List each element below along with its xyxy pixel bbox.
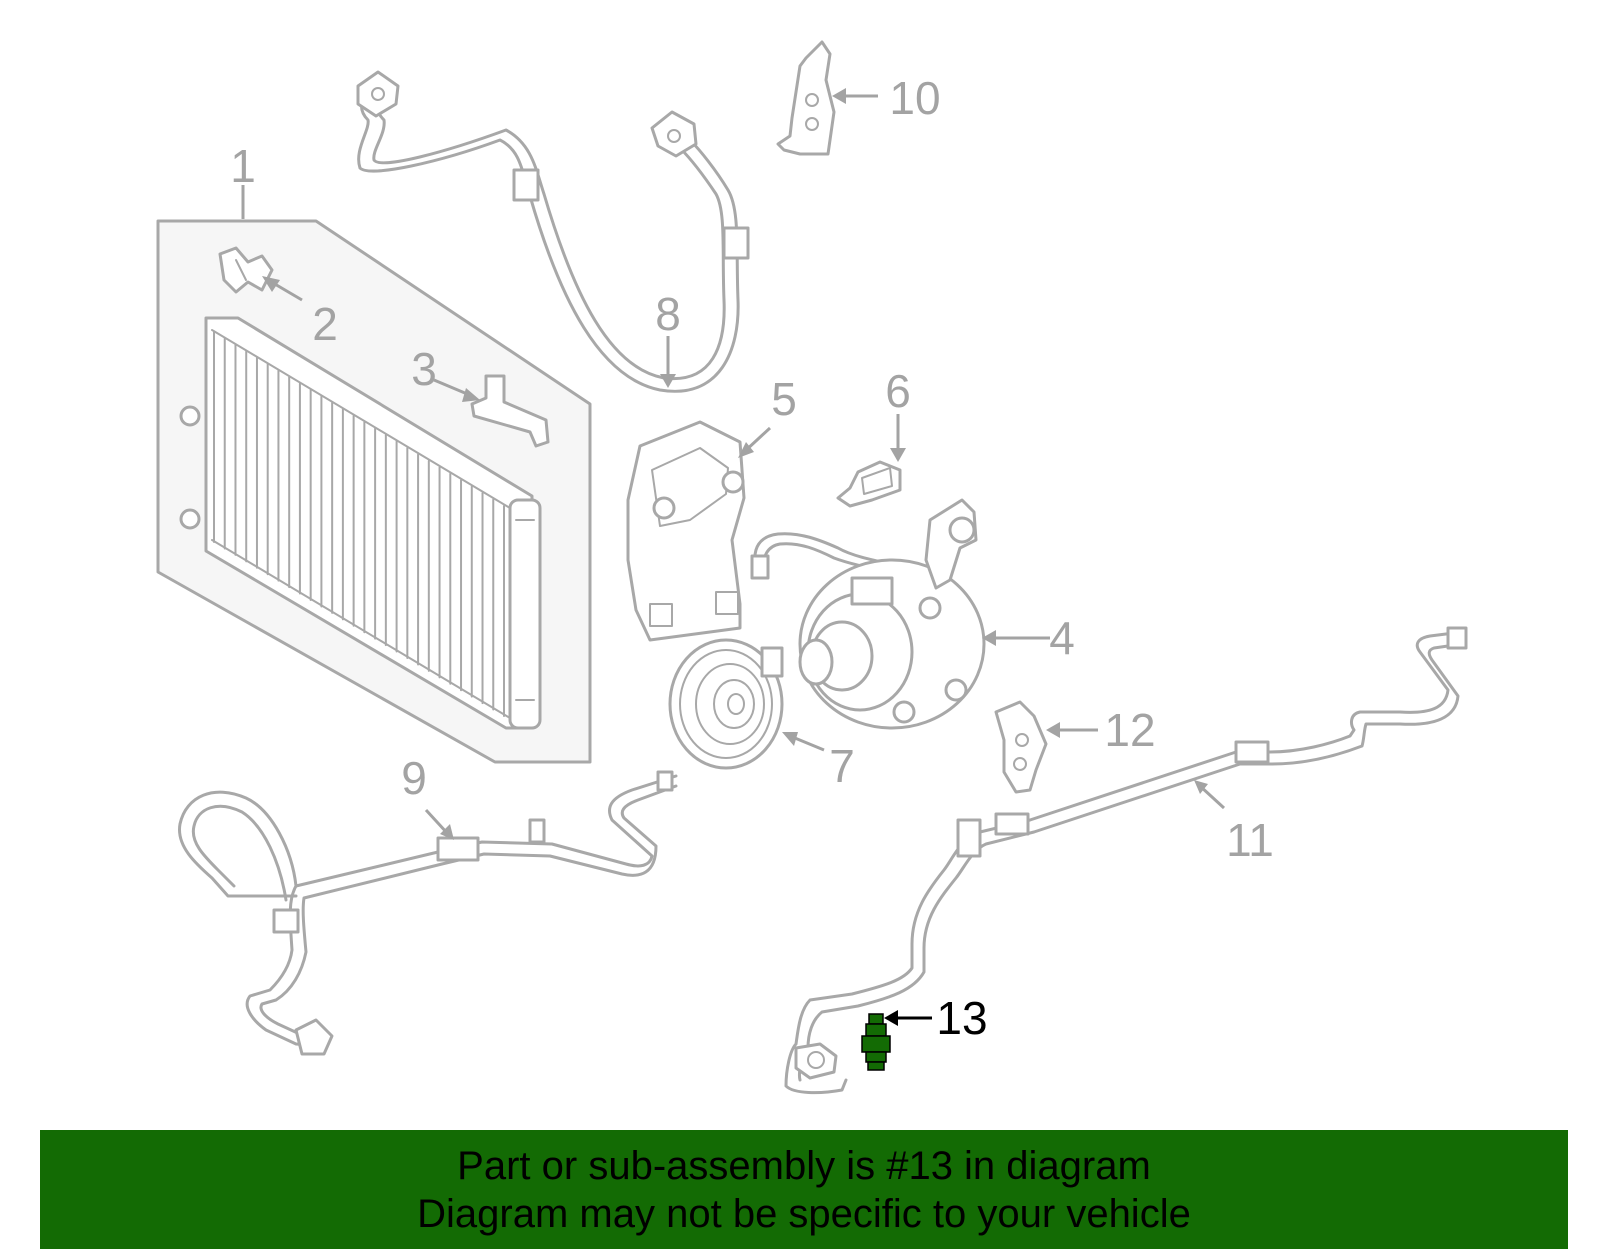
part-11-liquid-line bbox=[784, 626, 1468, 1095]
part-5-compressor-bracket bbox=[626, 420, 746, 642]
part-7-clutch-pulley bbox=[668, 638, 784, 770]
callout-12: 12 bbox=[1104, 704, 1155, 756]
banner-line-1: Part or sub-assembly is #13 in diagram bbox=[457, 1143, 1151, 1188]
callout-5: 5 bbox=[771, 373, 797, 425]
part-3-bracket bbox=[470, 374, 550, 448]
callout-4: 4 bbox=[1049, 612, 1075, 664]
part-4-compressor bbox=[750, 498, 986, 730]
callout-1: 1 bbox=[230, 140, 256, 192]
callout-3: 3 bbox=[411, 343, 437, 395]
callout-11: 11 bbox=[1226, 814, 1274, 866]
part-12-bracket bbox=[994, 700, 1048, 794]
parts-diagram-svg: 1 2 3 4 5 6 7 8 9 10 11 12 13 bbox=[156, 40, 1468, 1095]
callout-labels: 1 2 3 4 5 6 7 8 9 10 11 12 13 bbox=[230, 72, 1274, 1044]
callout-2: 2 bbox=[312, 298, 338, 350]
condenser-assembly-group bbox=[156, 219, 592, 764]
banner-line-2: Diagram may not be specific to your vehi… bbox=[417, 1191, 1191, 1236]
callout-7: 7 bbox=[829, 740, 855, 792]
part-10-bracket bbox=[776, 40, 836, 156]
part-13-pressure-switch bbox=[861, 1013, 891, 1071]
condenser-core bbox=[179, 316, 542, 730]
part-6-bracket bbox=[836, 460, 902, 508]
parts-diagram: 1 2 3 4 5 6 7 8 9 10 11 12 13 bbox=[156, 40, 1468, 1095]
leader-lines bbox=[241, 88, 1226, 1026]
part-9-suction-hose bbox=[178, 770, 678, 1056]
callout-10: 10 bbox=[889, 72, 940, 124]
part-8-discharge-hose bbox=[356, 70, 750, 393]
info-banner: Part or sub-assembly is #13 in diagram D… bbox=[40, 1130, 1568, 1249]
callout-8: 8 bbox=[655, 288, 681, 340]
callout-6: 6 bbox=[885, 365, 911, 417]
callout-13: 13 bbox=[936, 992, 987, 1044]
callout-9: 9 bbox=[401, 752, 427, 804]
